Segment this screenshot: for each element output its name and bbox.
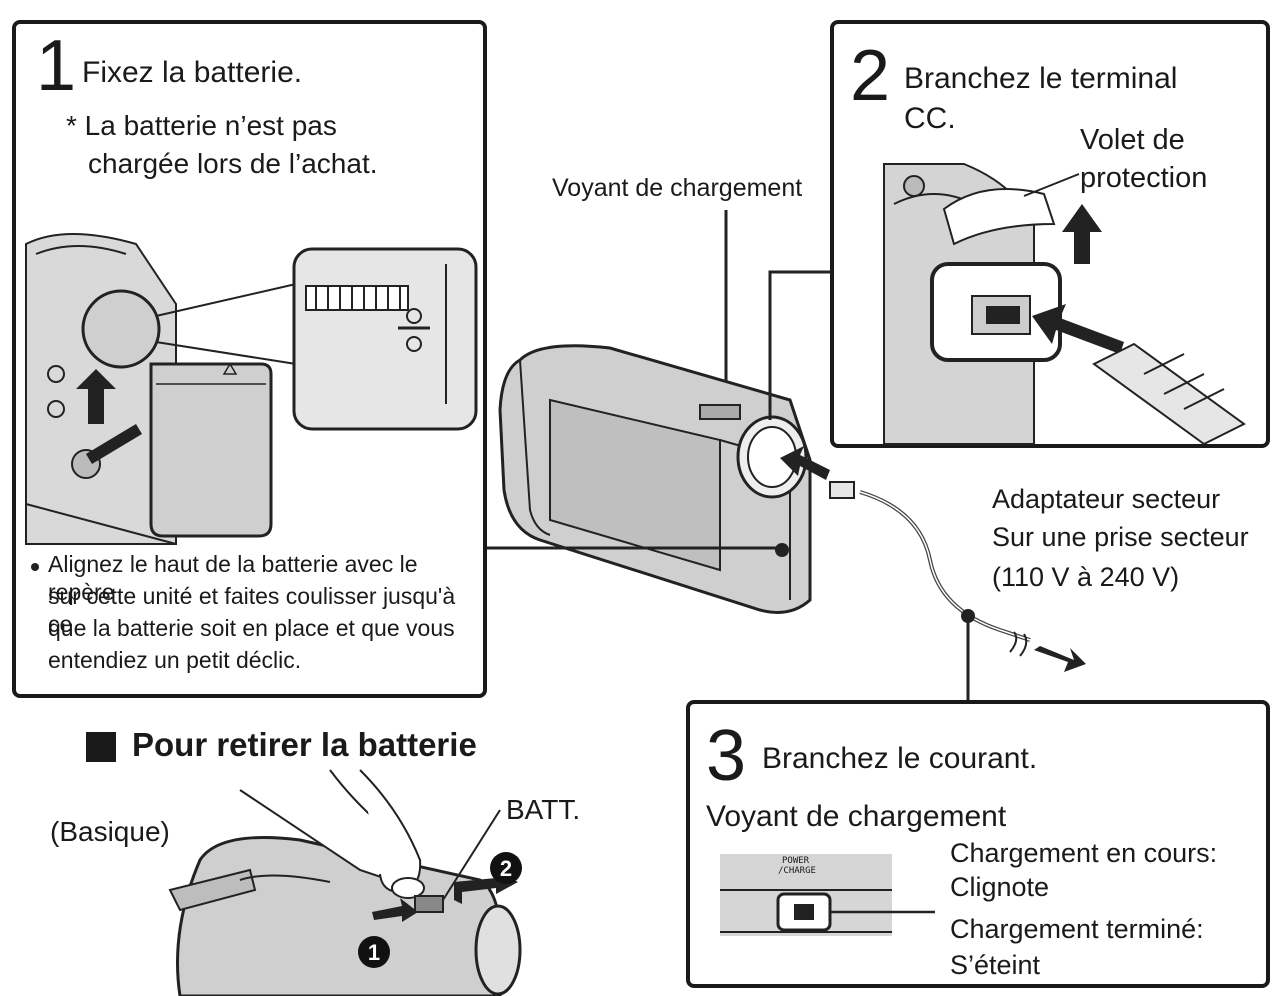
remove-heading-square	[86, 732, 116, 762]
step3-number: 3	[706, 716, 747, 796]
flap-label-line2: protection	[1080, 162, 1208, 194]
marker-1: 1	[367, 940, 381, 965]
dc-terminal-illustration	[883, 163, 1246, 446]
step1-panel: 1 Fixez la batterie. * La batterie n’est…	[12, 20, 487, 698]
step3-title: Branchez le courant.	[762, 742, 1038, 775]
adapter-line1: Adaptateur secteur	[992, 484, 1221, 514]
power-charge-lamp	[720, 854, 935, 936]
camera-charge-indicator-label: Voyant de chargement	[552, 174, 803, 202]
step1-bullet-line2: sur cette unité et faites coulisser jusq…	[48, 583, 456, 637]
adapter-line2: Sur une prise secteur	[992, 522, 1249, 552]
step2-panel: 2 Branchez le terminal CC. Volet de prot…	[830, 20, 1270, 448]
step1-bullet-line4: entendiez un petit déclic.	[48, 647, 302, 673]
remove-heading: Pour retirer la batterie	[132, 726, 477, 763]
step1-bullet-line3: que la batterie soit en place et que vou…	[48, 615, 455, 641]
step1-note-line1: * La batterie n’est pas	[66, 110, 337, 141]
done-label: Chargement terminé:	[950, 914, 1204, 944]
step2-title-line1: Branchez le terminal	[904, 62, 1178, 95]
step3-indicator-label: Voyant de chargement	[706, 800, 1007, 833]
adapter-line3: (110 V à 240 V)	[992, 562, 1180, 592]
done-state: S’éteint	[950, 950, 1041, 980]
step2-title-line2: CC.	[904, 102, 956, 135]
marker-2: 2	[499, 856, 513, 881]
step1-note-line2: chargée lors de l’achat.	[88, 148, 378, 179]
remove-battery-illustration	[168, 769, 522, 996]
lamp-text-line1: POWER	[782, 856, 810, 866]
batt-label: BATT.	[506, 794, 581, 825]
battery-insert-illustration	[25, 233, 478, 545]
basic-label: (Basique)	[50, 816, 170, 847]
flap-label-line1: Volet de	[1080, 124, 1185, 156]
bullet-dot	[31, 563, 39, 571]
step2-number: 2	[850, 36, 891, 116]
charging-label: Chargement en cours:	[950, 838, 1218, 868]
step1-title: Fixez la batterie.	[82, 56, 303, 89]
camera-illustration	[498, 210, 855, 614]
step3-panel: 3 Branchez le courant. Voyant de chargem…	[686, 700, 1270, 988]
lamp-text-line2: /CHARGE	[778, 866, 816, 876]
charging-state: Clignote	[950, 872, 1050, 902]
step1-bullet-line1: Alignez le haut de la batterie avec le r…	[48, 551, 418, 605]
step1-number: 1	[36, 26, 77, 106]
